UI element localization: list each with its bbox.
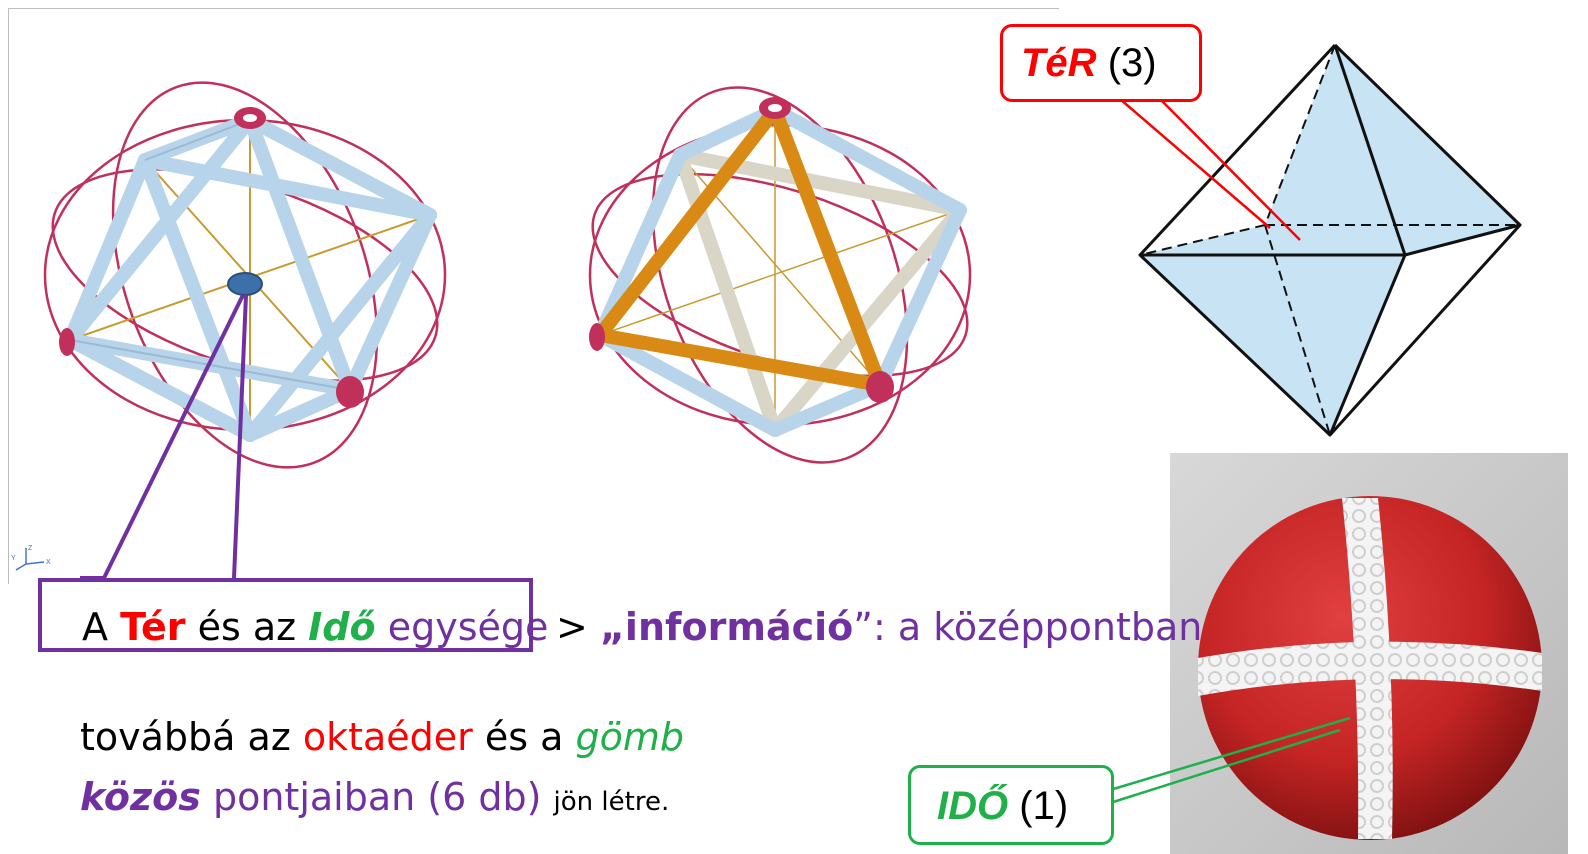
word-egysege: egysége xyxy=(387,605,549,649)
time-callout-label: IDŐ xyxy=(937,784,1009,828)
word-es-az: és az xyxy=(197,605,297,649)
unity-line: A Tér és az Idő egysége xyxy=(82,608,548,646)
space-callout: TéR (3) xyxy=(1000,24,1202,102)
word-pontjaiban: pontjaiban (6 db) xyxy=(212,775,542,819)
axes-triad-icon: Z X Y xyxy=(11,545,51,571)
axis-z-label: Z xyxy=(28,545,33,552)
information-line: > „információ”: a középpontban xyxy=(556,608,1202,646)
unity-phrase-box xyxy=(38,578,533,652)
time-callout-count: (1) xyxy=(1019,784,1069,828)
space-callout-label: TéR xyxy=(1021,41,1097,85)
word-oktaeder: oktaéder xyxy=(302,715,473,759)
word-jon-letre: jön létre. xyxy=(553,787,670,817)
word-ido: Idő xyxy=(308,605,376,649)
word-a: A xyxy=(82,605,108,649)
third-line: közös pontjaiban (6 db) jön létre. xyxy=(80,778,669,816)
space-callout-count: (3) xyxy=(1107,41,1157,85)
word-es-a: és a xyxy=(484,715,564,759)
word-ter: Tér xyxy=(120,605,186,649)
axis-y-label: Y xyxy=(11,555,16,562)
octahedron-model-orange xyxy=(588,86,972,464)
octahedron-drawing xyxy=(1138,43,1522,437)
word-gomb: gömb xyxy=(575,715,685,759)
word-tovabba: továbbá az xyxy=(80,715,291,759)
word-informacio: „információ xyxy=(599,605,854,649)
info-rest: ”: a középpontban xyxy=(853,605,1203,649)
left-panel-frame xyxy=(8,8,1059,584)
time-callout: IDŐ (1) xyxy=(908,765,1114,845)
red-ball-photo xyxy=(1170,453,1568,854)
word-kozos: közös xyxy=(80,775,201,819)
axis-x-label: X xyxy=(46,559,51,566)
octahedron-model-blue xyxy=(43,81,447,469)
second-line: továbbá az oktaéder és a gömb xyxy=(80,718,684,756)
greater-than-sign: > xyxy=(556,605,588,649)
